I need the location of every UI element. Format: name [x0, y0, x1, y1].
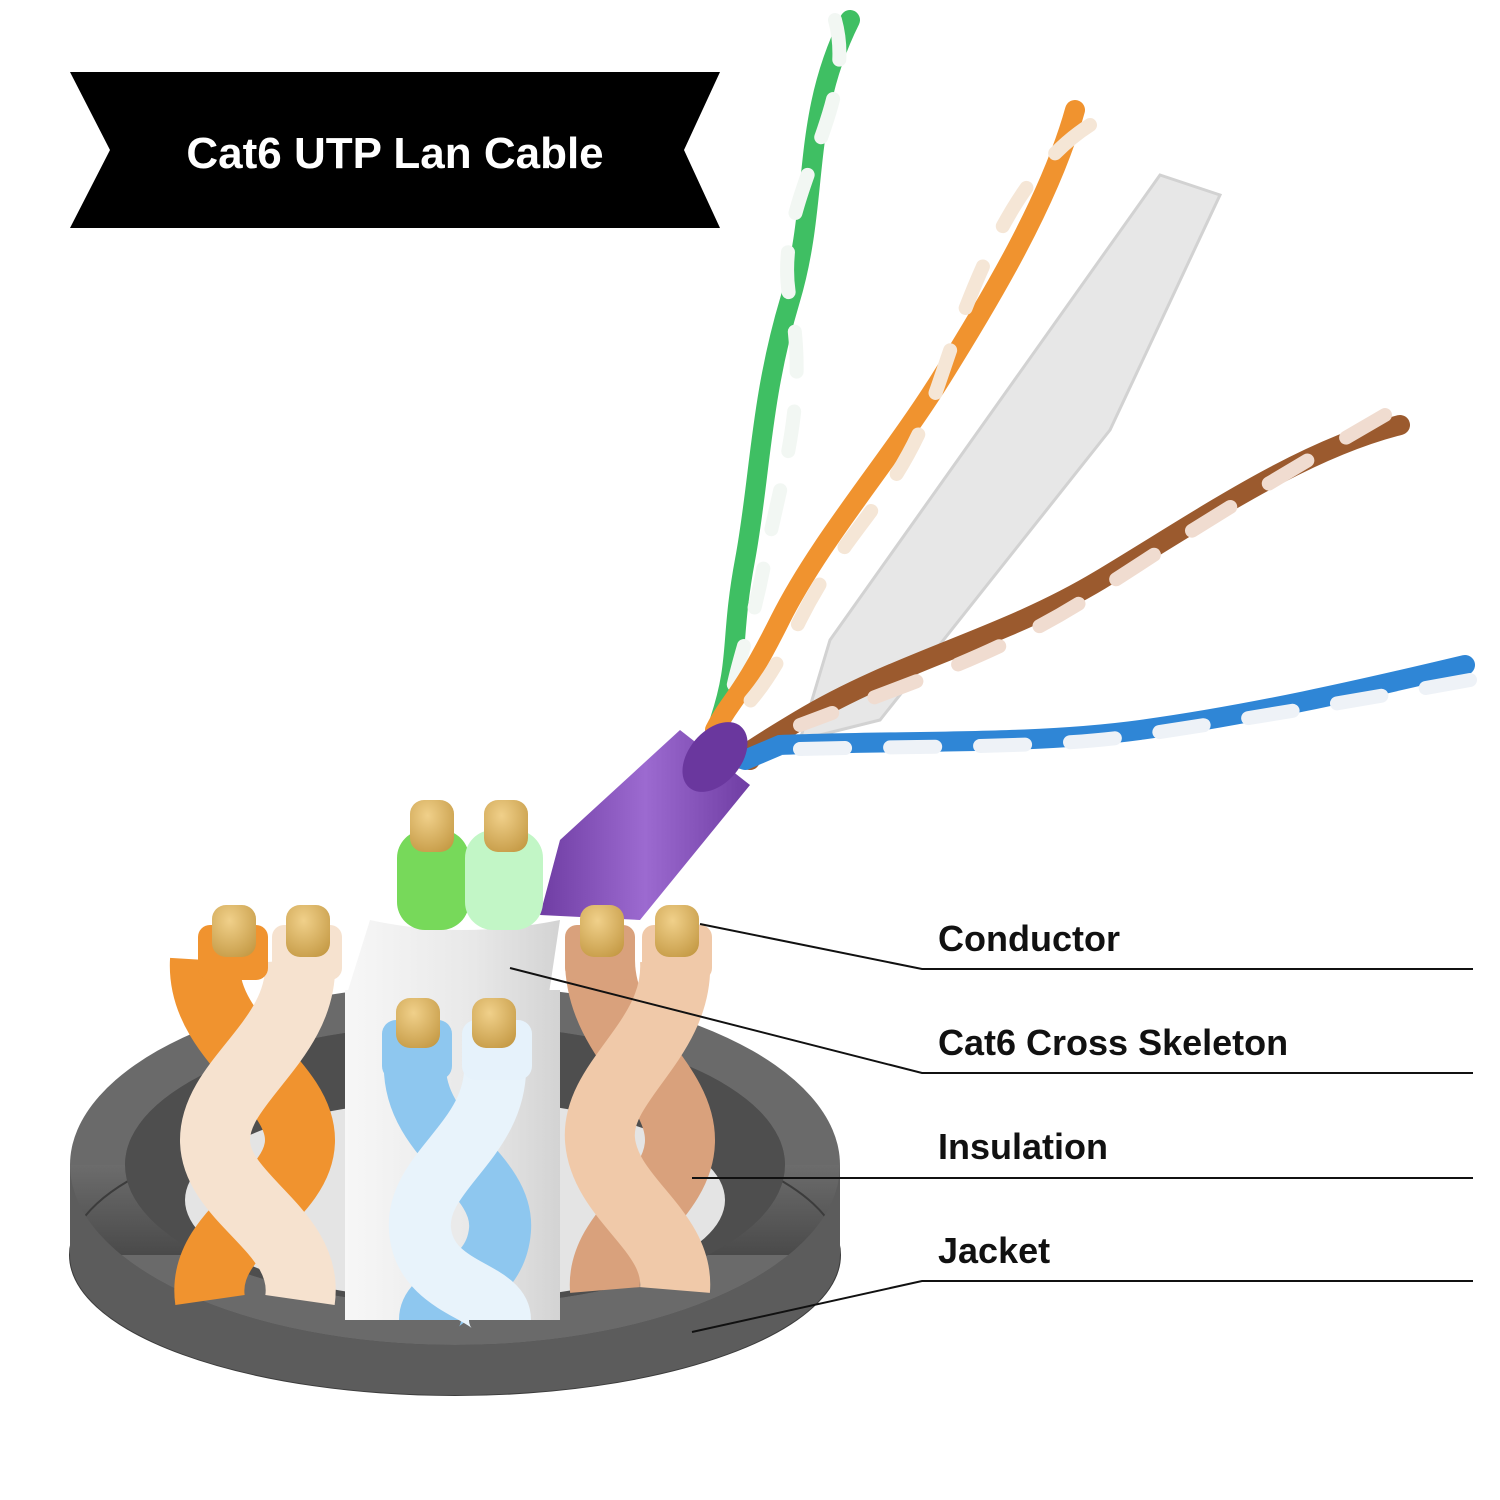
outer-jacket-segment — [540, 722, 750, 920]
callout-insulation: Insulation — [938, 1126, 1108, 1167]
green-pair-cross-section — [397, 830, 543, 930]
conductor-brown-white — [655, 905, 699, 957]
conductor-orange-white — [286, 905, 330, 957]
leader-jacket — [691, 1280, 1473, 1333]
fanned-pairs — [705, 10, 1477, 770]
conductor-blue — [396, 998, 440, 1048]
leader-conductor — [699, 923, 1473, 970]
leader-lines — [509, 923, 1473, 1333]
conductor-blue-white — [472, 998, 516, 1048]
title-banner — [70, 72, 720, 228]
page-title: Cat6 UTP Lan Cable — [186, 129, 604, 178]
conductor-brown — [580, 905, 624, 957]
callout-cross-skeleton: Cat6 Cross Skeleton — [938, 1022, 1289, 1063]
callout-conductor: Conductor — [938, 918, 1120, 959]
leader-skeleton — [509, 967, 1473, 1074]
brown-pair-cross-section — [564, 925, 716, 1293]
copper-conductors — [212, 800, 699, 1048]
callout-jacket: Jacket — [938, 1230, 1051, 1271]
conductor-green-white — [484, 800, 528, 852]
conductor-green — [410, 800, 454, 852]
orange-pair-cross-section — [169, 925, 342, 1305]
conductor-orange — [212, 905, 256, 957]
